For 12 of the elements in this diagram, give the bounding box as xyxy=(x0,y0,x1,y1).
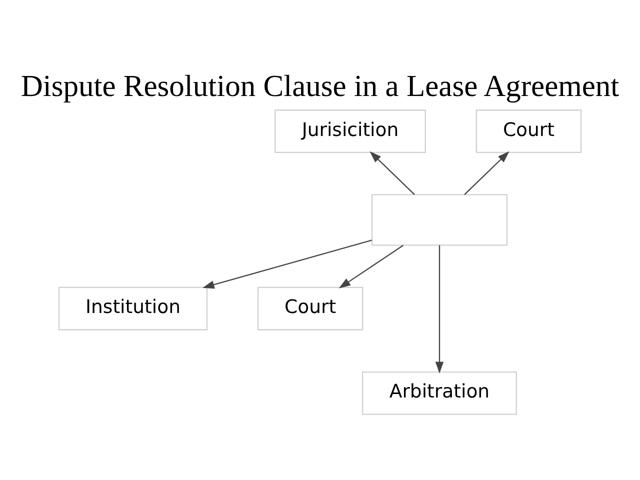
node-box: Court xyxy=(476,109,582,153)
node-box: Arbitration xyxy=(362,370,517,414)
node-box xyxy=(371,194,508,246)
arrow xyxy=(202,239,372,288)
arrow xyxy=(338,244,404,288)
arrow xyxy=(435,244,444,374)
node-box: Court xyxy=(257,286,364,330)
node-box: Jurisicition xyxy=(274,109,426,153)
arrow xyxy=(370,150,415,194)
node-box: Institution xyxy=(58,286,208,330)
arrow xyxy=(464,150,510,194)
diagram-title: Dispute Resolution Clause in a Lease Agreement xyxy=(20,68,620,102)
